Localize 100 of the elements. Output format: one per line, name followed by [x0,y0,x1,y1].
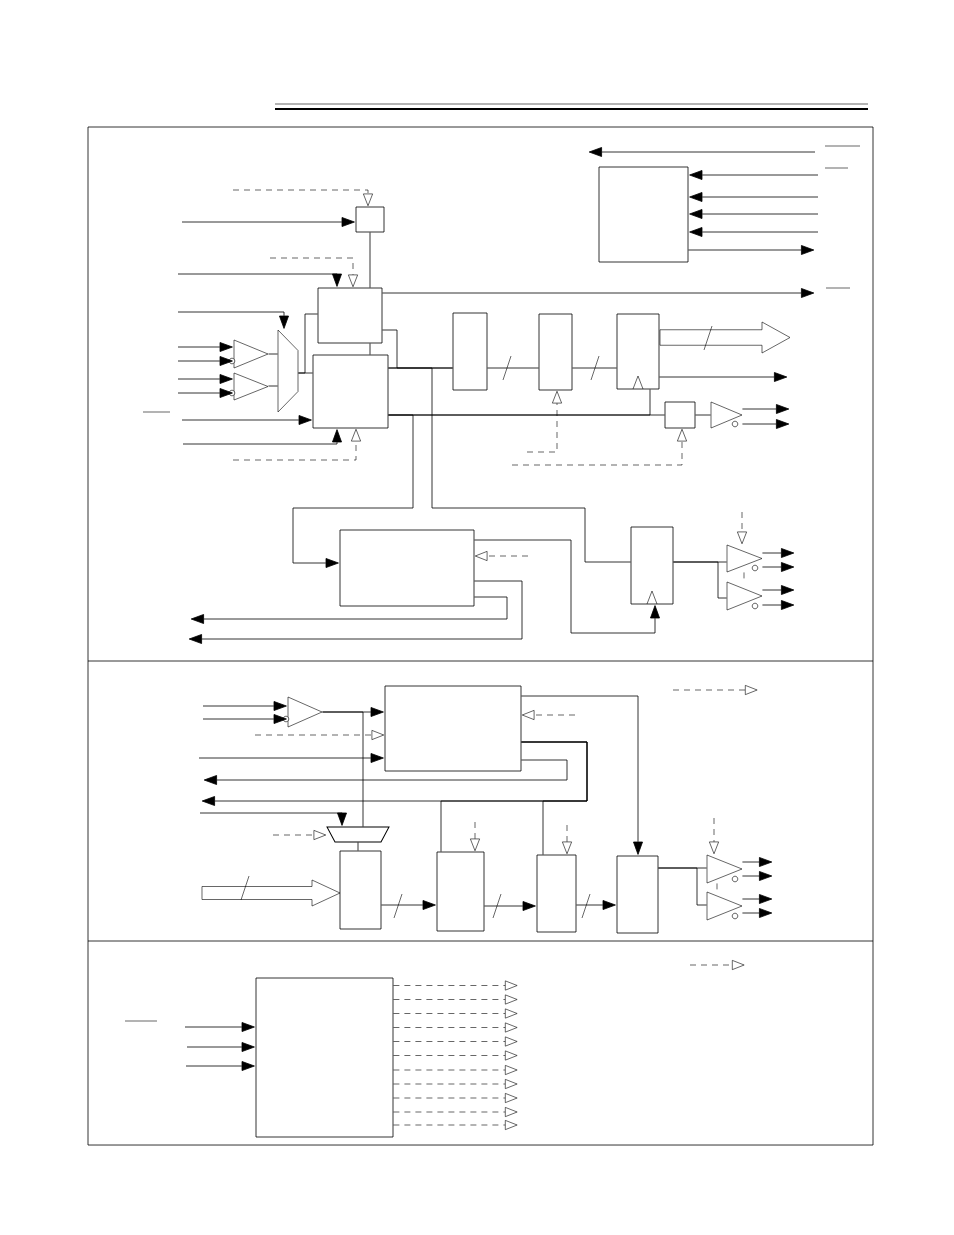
arrow [762,585,795,595]
arrow [177,342,233,352]
logic-block [384,685,522,772]
connector-line [322,711,364,827]
arrow [484,901,536,911]
arrow [688,245,815,255]
buffer-symbol [726,544,763,573]
arrow [689,227,819,237]
dashed-arrow [393,1036,518,1047]
buffer-symbol [228,339,269,369]
arrow [382,288,815,298]
arrow [762,562,795,572]
arrow [181,217,355,227]
bus-arrow [659,321,791,354]
connector-line [268,385,278,387]
logic-block [312,354,389,429]
arrow [659,372,788,382]
buffer-symbol [706,891,743,921]
dashed-arrow [393,1079,518,1089]
connector-line [572,367,617,369]
logic-block [616,855,659,934]
dashed-arrow [474,551,529,561]
logic-block [452,312,488,391]
arrow [742,871,773,881]
dashed-arrow [269,257,358,288]
arrow [177,374,233,384]
connector-line [357,842,359,851]
arrow [762,548,795,558]
logic-block [630,526,674,605]
dashed-arrow [709,817,719,855]
multiplexer-symbol [277,329,299,413]
buffer-symbol [706,854,743,884]
dashed-arrow [393,1065,518,1075]
multiplexer-symbol [326,826,390,843]
dashed-arrow [393,1008,518,1019]
dashed-arrow [254,730,385,740]
dashed-arrow [521,710,576,720]
arrow [474,539,660,634]
logic-block [339,529,475,607]
logic-block [255,977,394,1138]
logic-block [616,313,660,390]
arrow [199,812,347,826]
logic-block [355,206,385,233]
logic-block [536,854,577,933]
connector-line [268,353,278,355]
buffer-symbol [710,401,743,429]
arrow [182,429,342,445]
connector-line [695,414,711,416]
connector-line [298,313,318,374]
connector-line [388,367,631,563]
arrow [689,192,819,202]
arrow [202,701,287,711]
dashed-arrow [272,830,327,840]
connector-line [369,232,371,288]
dashed-arrow [393,980,518,991]
dashed-arrow [393,1120,518,1130]
dashed-arrow [232,189,373,207]
dashed-arrow [393,1093,518,1103]
arrow [742,404,790,414]
dashed-arrow [393,1022,518,1033]
buffer-symbol [228,372,269,401]
dashed-arrow [511,428,687,466]
arrow [742,908,773,918]
logic-block [436,851,485,932]
logic-block [339,850,382,930]
connector-line [369,343,371,355]
dashed-arrow [470,821,480,852]
arrow [181,415,312,425]
connector-line [673,561,727,599]
arrow [742,894,773,904]
arrow [177,388,233,398]
dashed-arrow [737,511,747,545]
dashed-arrow [393,994,518,1005]
arrow [177,356,233,366]
dashed-arrow [393,1050,518,1061]
connector-line [521,741,588,855]
arrow [185,1061,255,1071]
logic-block [538,313,573,391]
arrow [576,900,616,910]
bus-arrow [201,879,341,907]
connector-line [487,367,539,369]
arrow [184,1022,255,1032]
dashed-arrow [232,428,361,461]
arrow [742,419,790,429]
arrow [689,209,819,219]
arrow [190,596,508,624]
arrow [177,311,289,329]
logic-block [598,166,689,263]
arrow [188,580,523,644]
arrow [186,1042,255,1052]
arrow [742,857,773,867]
arrow [689,170,819,180]
dashed-arrow [526,390,562,453]
arrow [521,695,643,855]
arrow [198,753,384,763]
arrow [381,900,436,910]
arrow [762,600,795,610]
arrow [292,414,414,568]
connector-line [658,867,707,906]
arrow [202,714,287,724]
